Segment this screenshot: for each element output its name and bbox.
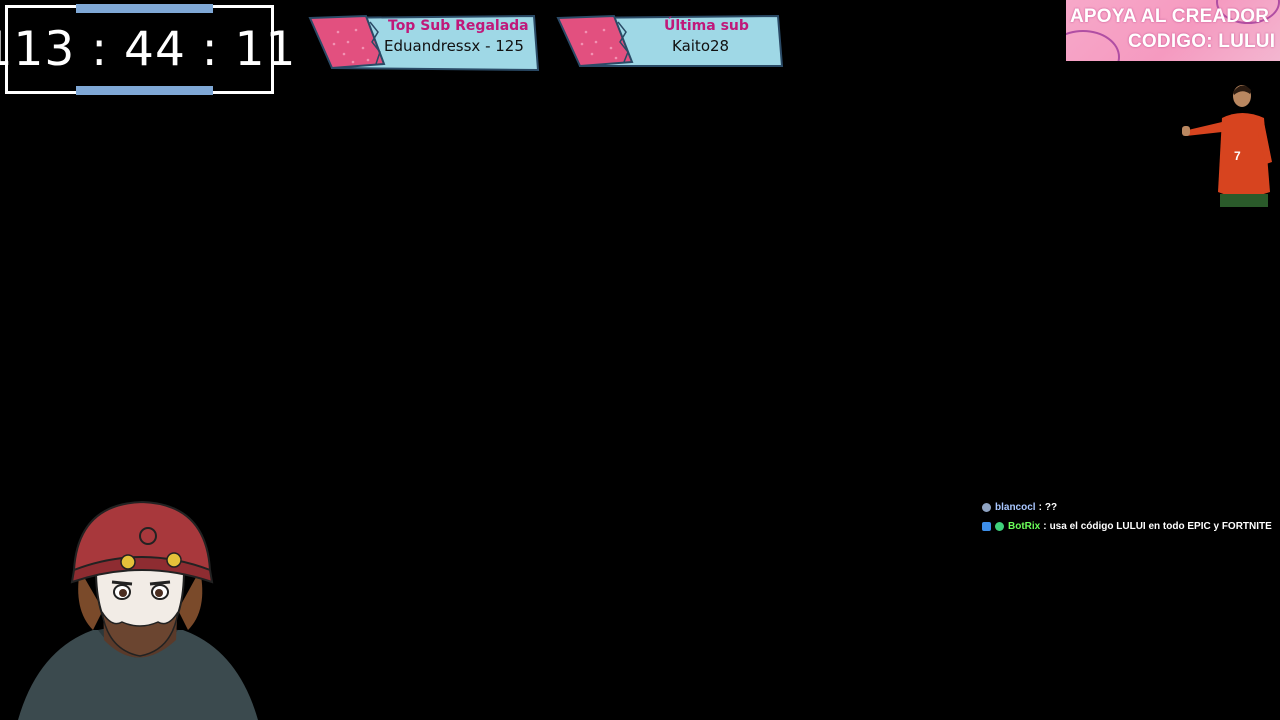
timer-bottom-tab	[76, 86, 213, 95]
chat-message: BotRix : usa el código LULUI en todo EPI…	[982, 517, 1274, 536]
timer-top-tab	[76, 4, 213, 13]
chat-overlay: blancocl : ?? BotRix : usa el código LUL…	[982, 498, 1274, 536]
chat-text: ??	[1044, 502, 1058, 513]
timer-display: 113 : 44 : 11	[0, 22, 297, 77]
subathon-timer: 113 : 44 : 11	[0, 4, 295, 95]
support-creator-panel: APOYA AL CREADOR CODIGO: LULUI	[1066, 0, 1280, 61]
banner-shape	[556, 14, 784, 68]
latest-sub-banner: Última sub Kaito28	[556, 12, 784, 68]
banner-shape	[308, 14, 540, 72]
banner-value: Kaito28	[672, 37, 730, 55]
chat-separator: :	[1043, 521, 1047, 532]
banner-title: Top Sub Regalada	[388, 18, 529, 34]
chat-username: blancocl	[995, 502, 1036, 513]
banner-value: Eduandressx - 125	[384, 37, 524, 55]
support-line-2: CODIGO: LULUI	[1128, 31, 1276, 52]
top-gifted-sub-banner: Top Sub Regalada Eduandressx - 125	[308, 12, 540, 72]
banner-title: Última sub	[664, 18, 749, 34]
verified-badge-icon	[995, 522, 1004, 531]
decorative-swirl	[1066, 30, 1120, 61]
bot-badge-icon	[982, 522, 991, 531]
player-figure-image: 7	[1182, 85, 1272, 207]
support-line-1: APOYA AL CREADOR	[1070, 6, 1270, 27]
chat-separator: :	[1038, 502, 1042, 513]
chat-message: blancocl : ??	[982, 498, 1274, 517]
user-icon	[982, 503, 991, 512]
chat-text: usa el código LULUI en todo EPIC y FORTN…	[1049, 521, 1272, 532]
streamer-avatar	[18, 500, 258, 720]
chat-username: BotRix	[1008, 521, 1041, 532]
svg-text:7: 7	[1234, 149, 1241, 163]
